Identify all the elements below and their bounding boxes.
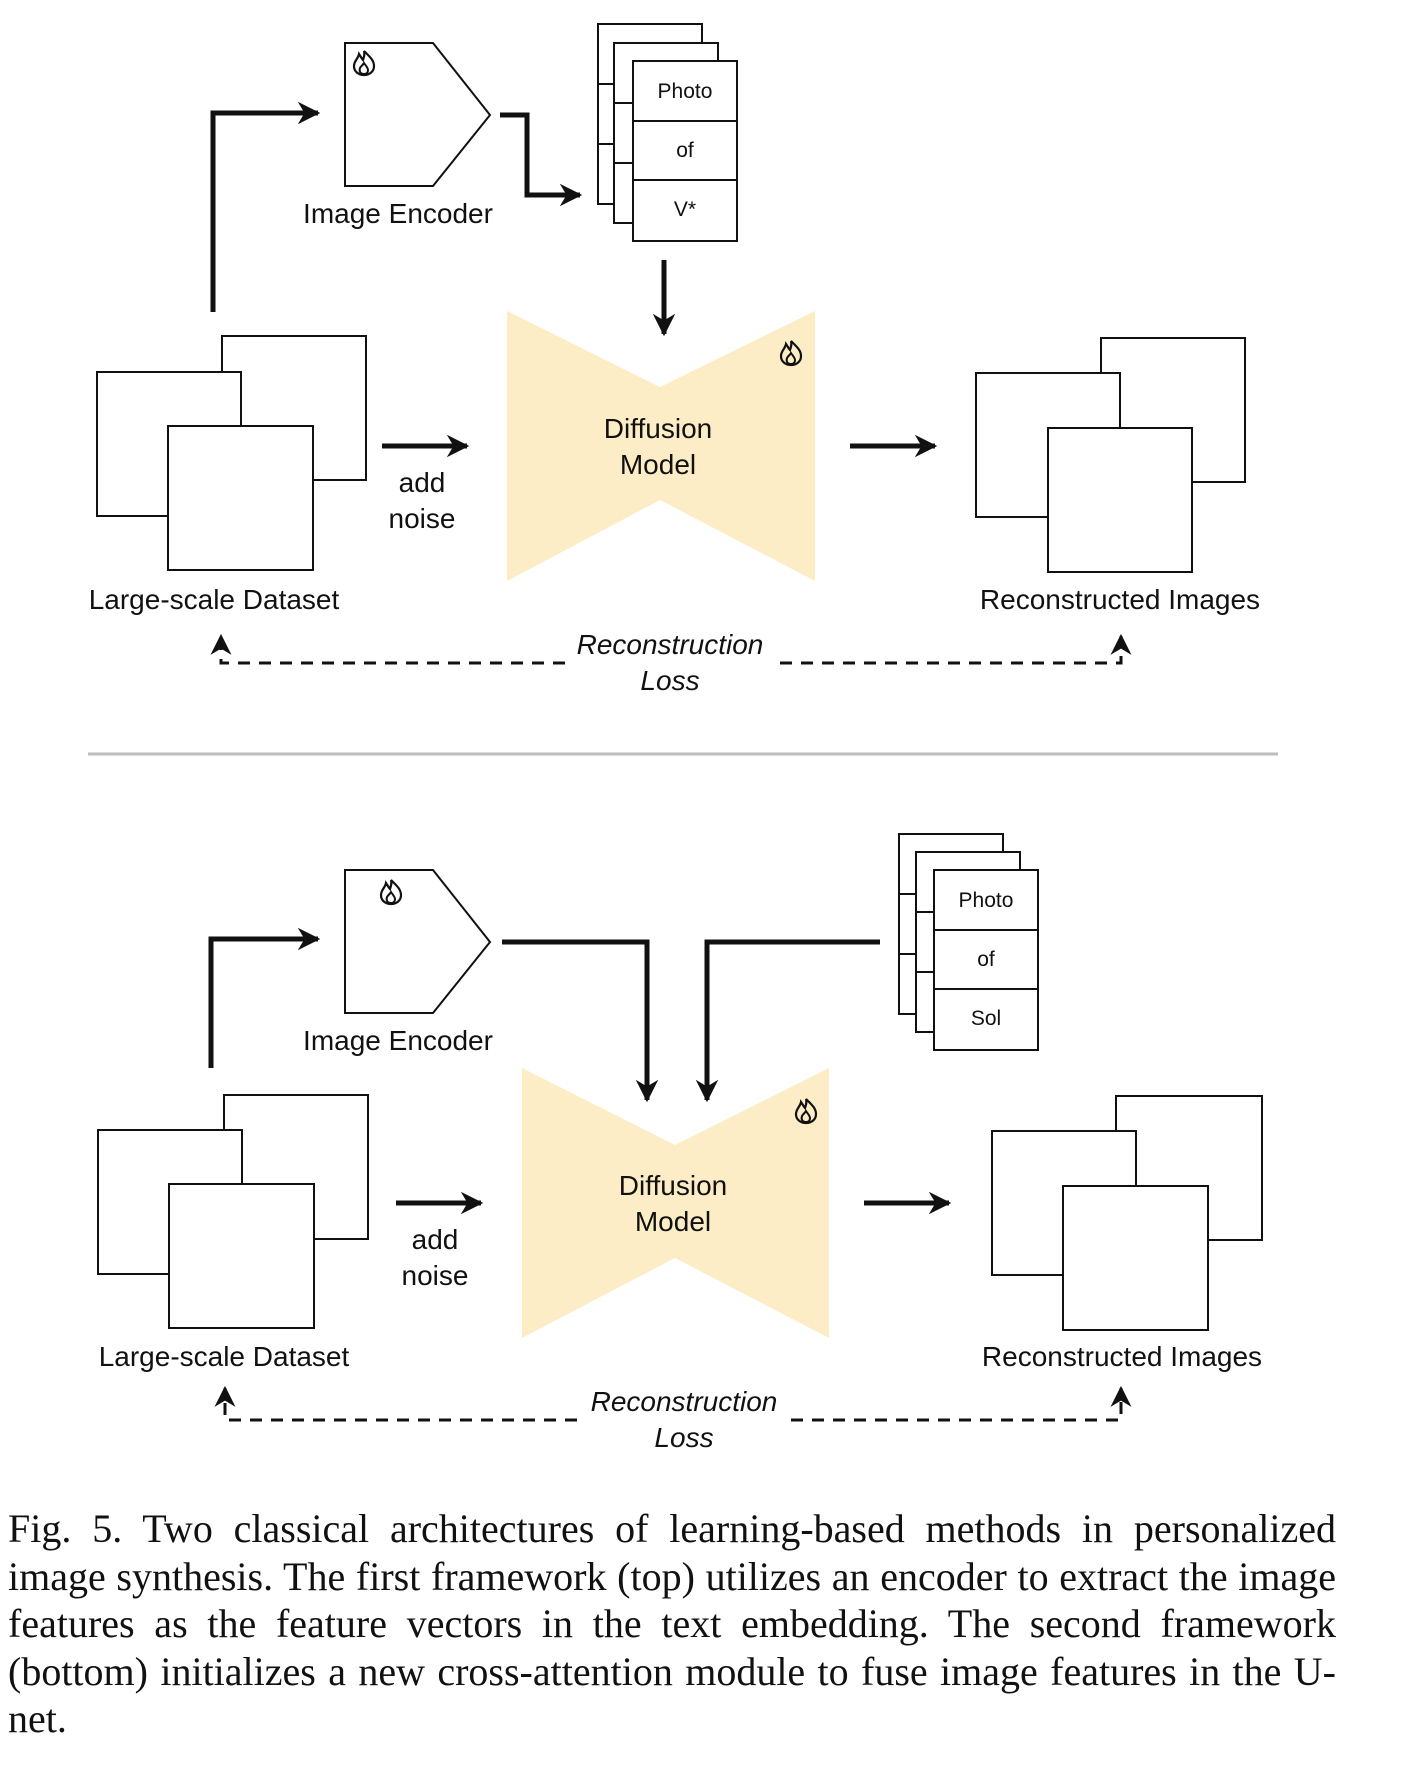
top-image-encoder-label: Image Encoder: [303, 198, 493, 229]
top-dataset-to-encoder-arrow: [210, 101, 321, 312]
bottom-framework: Large-scale Dataset Image Encoder Photo …: [97, 833, 1263, 1453]
top-image-encoder: [344, 42, 492, 187]
top-framework: Large-scale Dataset Image Encoder Photo …: [89, 23, 1260, 696]
top-output-stack: [975, 337, 1246, 573]
top-encoder-to-tokens-arrow: [500, 112, 583, 207]
bottom-tokens-to-model-arrow: [695, 939, 880, 1103]
bottom-encoder-to-model-arrow: [502, 939, 659, 1103]
bottom-noise-label-line1: add: [412, 1224, 459, 1255]
bottom-dataset-to-encoder-arrow: [208, 927, 321, 1068]
top-diffusion-model: [507, 311, 815, 581]
top-token-1: of: [676, 139, 694, 162]
figure-caption: Fig. 5. Two classical architectures of l…: [8, 1506, 1336, 1741]
bottom-token-2: Sol: [971, 1007, 1001, 1030]
bottom-dataset-stack: [97, 1094, 369, 1329]
top-output-label: Reconstructed Images: [980, 584, 1260, 615]
bottom-token-stack: [898, 833, 1039, 1051]
architecture-figure: Large-scale Dataset Image Encoder Photo …: [88, 23, 1278, 1453]
bottom-noise-label-line2: noise: [402, 1260, 469, 1291]
bottom-loss-label-line2: Loss: [654, 1422, 713, 1453]
top-dataset-label: Large-scale Dataset: [89, 584, 340, 615]
bottom-dataset-label: Large-scale Dataset: [99, 1341, 350, 1372]
top-loss-label-line2: Loss: [640, 665, 699, 696]
bottom-token-1: of: [977, 948, 995, 971]
top-dataset-stack: [96, 335, 367, 571]
bottom-output-label: Reconstructed Images: [982, 1341, 1262, 1372]
top-model-label-line1: Diffusion: [604, 413, 712, 444]
bottom-token-0: Photo: [959, 889, 1014, 912]
bottom-model-label-line1: Diffusion: [619, 1170, 727, 1201]
top-noise-label-line1: add: [399, 467, 446, 498]
top-model-label-line2: Model: [620, 449, 696, 480]
top-token-stack: [597, 23, 738, 242]
top-token-0: Photo: [658, 80, 713, 103]
top-loss-label-line1: Reconstruction: [577, 629, 764, 660]
bottom-loss-label-line1: Reconstruction: [591, 1386, 778, 1417]
bottom-loss-line-right: [791, 1385, 1132, 1422]
bottom-loss-line-left: [214, 1385, 577, 1422]
bottom-output-stack: [991, 1095, 1263, 1331]
top-noise-label-line2: noise: [389, 503, 456, 534]
top-loss-line-left: [210, 633, 565, 665]
bottom-model-label-line2: Model: [635, 1206, 711, 1237]
bottom-diffusion-model: [522, 1068, 829, 1338]
bottom-image-encoder: [344, 869, 492, 1014]
bottom-image-encoder-label: Image Encoder: [303, 1025, 493, 1056]
top-token-2: V*: [674, 198, 696, 221]
top-loss-line-right: [780, 633, 1132, 665]
